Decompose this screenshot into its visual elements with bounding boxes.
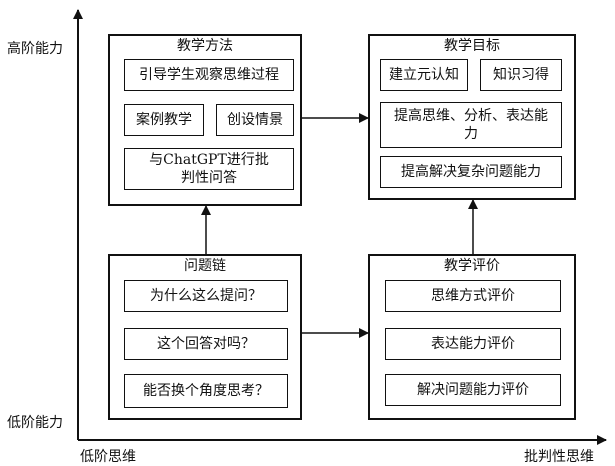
evaluation-problem-solving: 解决问题能力评价 bbox=[385, 374, 561, 406]
goal-thinking-analysis-expression: 提高思维、分析、表达能力 bbox=[380, 102, 562, 148]
panel-teaching-goals-title: 教学目标 bbox=[444, 38, 500, 54]
panel-teaching-methods-title: 教学方法 bbox=[177, 38, 233, 54]
question-why-ask: 为什么这么提问？ bbox=[124, 280, 288, 312]
goal-metacognition: 建立元认知 bbox=[380, 59, 468, 91]
method-create-scenario: 创设情景 bbox=[216, 104, 294, 136]
panel-question-chain-title: 问题链 bbox=[184, 258, 226, 274]
goal-complex-problem-solving: 提高解决复杂问题能力 bbox=[380, 156, 562, 188]
evaluation-expression-ability: 表达能力评价 bbox=[385, 328, 561, 360]
x-axis-low-label: 低阶思维 bbox=[80, 449, 136, 465]
question-other-angle: 能否换个角度思考？ bbox=[124, 374, 288, 408]
x-axis-high-label: 批判性思维 bbox=[524, 449, 594, 465]
y-axis-high-label: 高阶能力 bbox=[7, 41, 63, 57]
question-is-answer-right: 这个回答对吗？ bbox=[124, 328, 288, 360]
evaluation-thinking-style: 思维方式评价 bbox=[385, 280, 561, 312]
method-observe-thinking: 引导学生观察思维过程 bbox=[124, 59, 294, 91]
panel-teaching-evaluation-title: 教学评价 bbox=[444, 258, 500, 274]
y-axis-low-label: 低阶能力 bbox=[7, 415, 63, 431]
method-case-teaching: 案例教学 bbox=[124, 104, 204, 136]
goal-knowledge-acquisition: 知识习得 bbox=[480, 59, 562, 91]
method-chatgpt-critical-qa: 与ChatGPT进行批判性问答 bbox=[124, 148, 294, 190]
